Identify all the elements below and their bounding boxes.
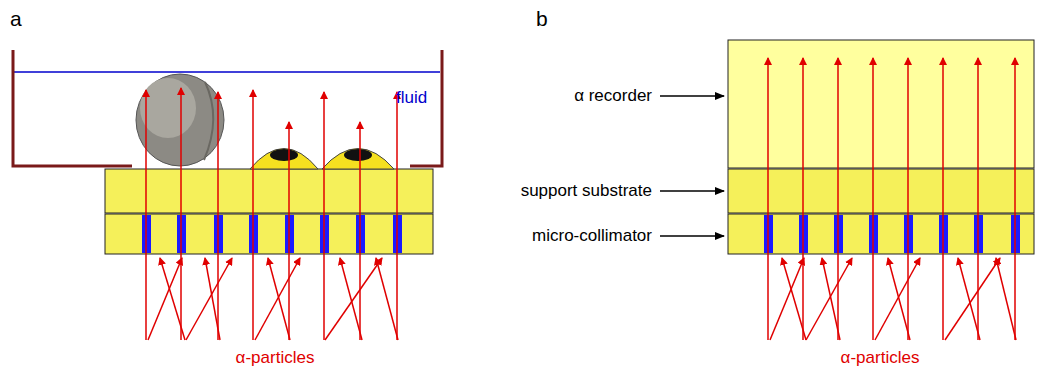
micro-collimator <box>728 214 1034 254</box>
panel-letter: a <box>10 6 22 31</box>
support-substrate <box>728 169 1034 213</box>
micro-collimator <box>105 214 433 254</box>
part-label: α recorder <box>500 86 652 106</box>
culture-dish <box>13 50 442 166</box>
leader-arrows <box>660 96 724 236</box>
support-substrate <box>105 169 433 213</box>
part-label: support substrate <box>500 181 652 201</box>
embryo <box>136 74 224 166</box>
panel-letter: b <box>536 6 548 31</box>
fluid-label: fluid <box>396 88 427 108</box>
cells <box>250 149 394 170</box>
particle-label: α-particles <box>195 348 355 368</box>
alpha-tracks <box>768 58 1016 340</box>
part-label: micro-collimator <box>500 226 652 246</box>
particle-label: α-particles <box>800 348 960 368</box>
alpha-tracks <box>146 88 398 340</box>
alpha-recorder <box>728 40 1034 168</box>
